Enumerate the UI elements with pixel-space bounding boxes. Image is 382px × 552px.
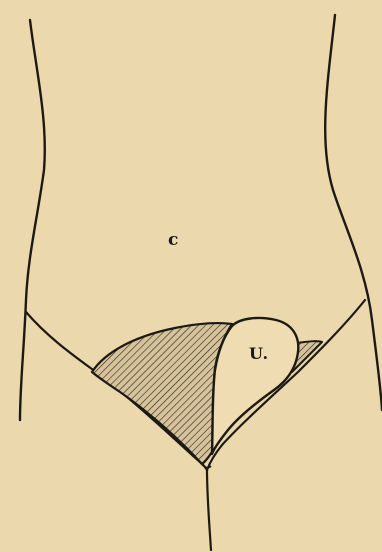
uterus-outline: [212, 318, 298, 454]
right-torso-outline: [325, 15, 382, 410]
midline: [207, 470, 211, 550]
umbilicus-label: c: [168, 232, 178, 249]
left-torso-outline: [20, 20, 45, 420]
left-hatched-region: [92, 323, 232, 464]
uterus-label: U.: [249, 346, 269, 362]
